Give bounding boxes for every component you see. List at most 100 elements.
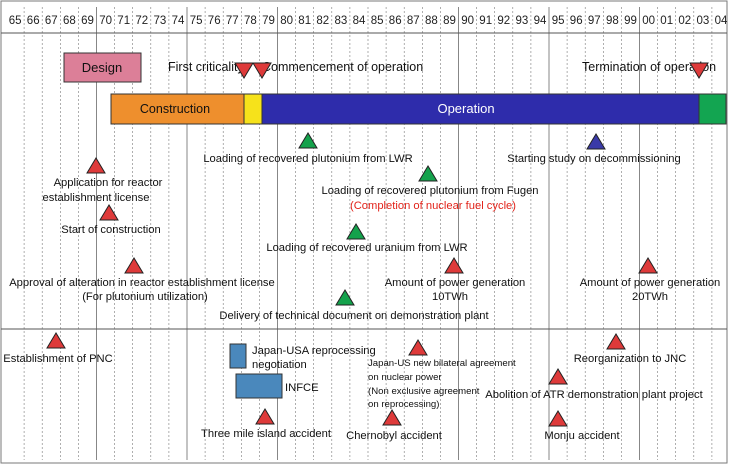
chernobyl-label: Chernobyl accident <box>346 430 443 442</box>
pnc-marker <box>46 332 66 349</box>
japan-usa-label-2: negotiation <box>252 359 307 371</box>
termination-label: Termination of operation <box>582 60 716 74</box>
infce-box <box>235 373 283 399</box>
pnc-label: Establishment of PNC <box>3 353 112 365</box>
year-label: 95 <box>552 15 565 27</box>
application-label-1: Application for reactor <box>54 177 163 189</box>
year-label: 99 <box>624 15 637 27</box>
loading-fugen-label: Loading of recovered plutonium from Fuge… <box>321 185 538 197</box>
power-20-label-2: 20TWh <box>632 291 668 303</box>
year-label: 01 <box>660 15 673 27</box>
start-construction-label: Start of construction <box>61 224 161 236</box>
japan-usa-negotiation-box <box>229 343 247 369</box>
termination-bar <box>698 93 727 125</box>
year-label: 80 <box>280 15 293 27</box>
fuel-cycle-label: (Completion of nuclear fuel cycle) <box>350 200 516 212</box>
termination-marker <box>689 62 709 79</box>
loading-lwr-label: Loading of recovered plutonium from LWR <box>203 153 412 165</box>
power-20-label-1: Amount of power generation <box>580 277 721 289</box>
year-label: 84 <box>353 15 366 27</box>
application-marker <box>86 157 106 174</box>
design-label: Design <box>82 60 122 75</box>
delivery-marker <box>335 289 355 306</box>
year-label: 00 <box>642 15 655 27</box>
year-label: 04 <box>715 15 728 27</box>
year-label: 69 <box>81 15 94 27</box>
jnc-label: Reorganization to JNC <box>574 353 687 365</box>
atr-label: Abolition of ATR demonstration plant pro… <box>485 389 703 401</box>
infce-label: INFCE <box>285 382 319 394</box>
year-label: 92 <box>497 15 510 27</box>
power-10-marker <box>444 257 464 274</box>
year-label: 73 <box>154 15 167 27</box>
monju-marker <box>548 410 568 427</box>
year-axis: 65 66 67 68 69 70 71 72 73 74 75 76 77 78 79 80 81 82 83 84… <box>9 15 728 27</box>
year-label: 86 <box>389 15 402 27</box>
power-20-marker <box>638 257 658 274</box>
bilateral-marker <box>408 339 428 356</box>
year-label: 93 <box>516 15 529 27</box>
japan-usa-label-1: Japan-USA reprocessing <box>252 345 376 357</box>
bilateral-label-2: on nuclear power <box>368 372 442 383</box>
commencement-label: Commencement of operation <box>262 60 423 74</box>
year-label: 02 <box>678 15 691 27</box>
decommissioning-marker <box>586 133 606 150</box>
chernobyl-marker <box>382 409 402 426</box>
first-criticality-marker <box>234 62 254 79</box>
approval-label-2: (For plutonium utilization) <box>82 291 208 303</box>
jnc-marker <box>606 333 626 350</box>
start-construction-marker <box>99 204 119 221</box>
power-10-label-2: 10TWh <box>432 291 468 303</box>
year-label: 88 <box>425 15 438 27</box>
year-label: 85 <box>371 15 384 27</box>
approval-marker <box>124 257 144 274</box>
application-label-2: establishment license <box>43 192 150 204</box>
criticality-bar <box>243 93 263 125</box>
year-label: 72 <box>135 15 148 27</box>
year-label: 96 <box>570 15 583 27</box>
year-label: 66 <box>27 15 40 27</box>
year-label: 87 <box>407 15 420 27</box>
tmi-marker <box>255 408 275 425</box>
loading-uranium-label: Loading of recovered uranium from LWR <box>266 242 467 254</box>
year-label: 82 <box>316 15 329 27</box>
construction-bar <box>110 93 245 125</box>
year-label: 74 <box>172 15 185 27</box>
year-label: 98 <box>606 15 619 27</box>
design-bar <box>63 52 142 83</box>
loading-lwr-marker <box>298 132 318 149</box>
decommissioning-label: Starting study on decommissioning <box>507 153 681 165</box>
bilateral-label-1: Japan-US new bilateral agreement <box>368 358 516 369</box>
year-label: 78 <box>244 15 257 27</box>
year-label: 65 <box>9 15 22 27</box>
year-label: 94 <box>534 15 547 27</box>
construction-label: Construction <box>140 102 210 116</box>
year-label: 70 <box>99 15 112 27</box>
tmi-label: Three mile island accident <box>201 428 332 440</box>
year-label: 67 <box>45 15 58 27</box>
loading-uranium-marker <box>346 223 366 240</box>
bilateral-label-3: (Non exclusive agreement <box>368 386 480 397</box>
year-grid <box>23 7 713 460</box>
year-label: 81 <box>298 15 311 27</box>
year-label: 97 <box>588 15 601 27</box>
loading-fugen-marker <box>418 165 438 182</box>
power-10-label-1: Amount of power generation <box>385 277 526 289</box>
year-label: 83 <box>335 15 348 27</box>
year-label: 76 <box>208 15 221 27</box>
commencement-marker <box>252 62 272 79</box>
year-label: 75 <box>190 15 203 27</box>
year-label: 77 <box>226 15 239 27</box>
year-label: 71 <box>117 15 130 27</box>
year-label: 79 <box>262 15 275 27</box>
event-markers <box>46 62 709 427</box>
year-label: 90 <box>461 15 474 27</box>
atr-marker <box>548 368 568 385</box>
approval-label-1: Approval of alteration in reactor establ… <box>9 277 275 289</box>
year-label: 68 <box>63 15 76 27</box>
year-label: 03 <box>697 15 710 27</box>
year-label: 89 <box>443 15 456 27</box>
